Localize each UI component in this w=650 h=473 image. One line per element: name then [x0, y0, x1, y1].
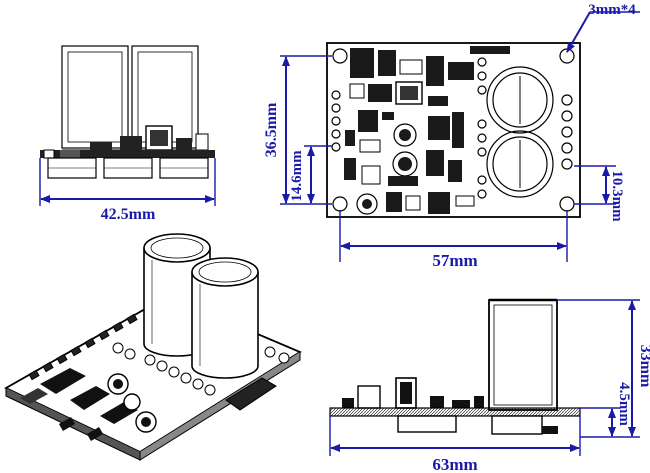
- hole-spec-label: 3mm*4: [588, 2, 636, 18]
- side-length-label: 63mm: [432, 455, 477, 473]
- side-view-dimensions: [329, 299, 640, 456]
- board-height-label: 36.5mm: [263, 102, 280, 157]
- side-view: [329, 298, 581, 435]
- front-view: [39, 45, 216, 206]
- isometric-view: [4, 233, 302, 461]
- hole-offset-right-label: 10.3mm: [609, 170, 625, 222]
- top-view: [326, 42, 581, 218]
- front-width-label: 42.5mm: [101, 206, 156, 223]
- hole-pitch-label: 57mm: [432, 251, 477, 270]
- top-view-dimensions: [280, 11, 640, 262]
- hole-offset-left-label: 14.6mm: [289, 150, 305, 202]
- total-height-label: 33mm: [637, 345, 650, 388]
- board-thickness-label: 4.5mm: [616, 382, 632, 426]
